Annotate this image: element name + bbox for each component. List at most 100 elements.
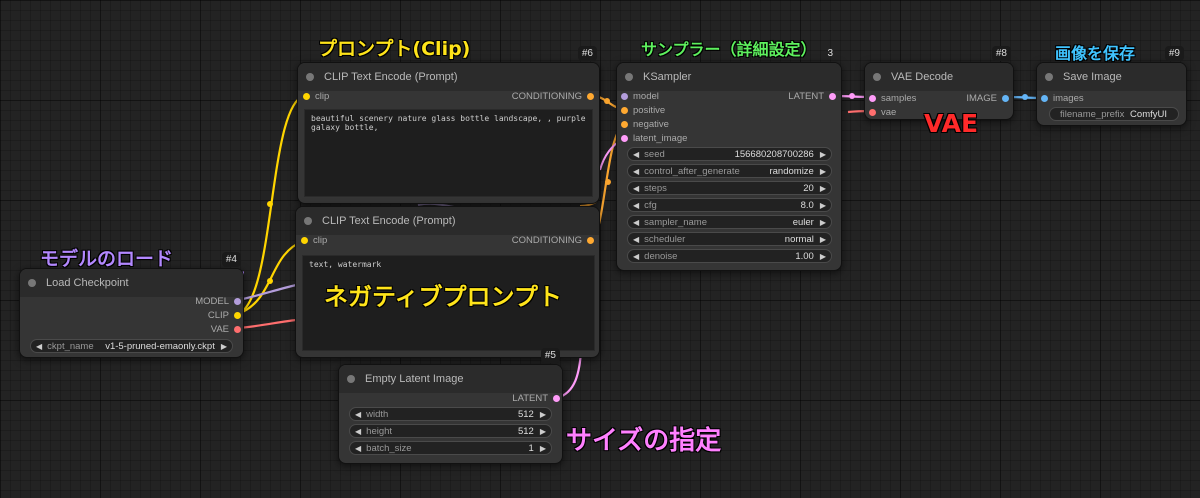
model-input-port[interactable]: model [621, 91, 659, 103]
collapse-dot-icon[interactable] [873, 73, 881, 81]
denoise-widget[interactable]: ◀ denoise 1.00 ▶ [627, 249, 832, 263]
clip-input-port[interactable]: clip [301, 235, 327, 247]
clip-input-dot-icon[interactable] [303, 93, 310, 100]
conditioning-output-port[interactable]: CONDITIONING [512, 91, 594, 103]
model-output-dot-icon[interactable] [234, 298, 241, 305]
right-arrow-icon[interactable]: ▶ [539, 426, 546, 436]
node-title: Empty Latent Image [365, 373, 464, 385]
control-after-generate-widget[interactable]: ◀ control_after_generate randomize ▶ [627, 164, 832, 178]
clip-input-dot-icon[interactable] [301, 237, 308, 244]
filename-prefix-widget[interactable]: filename_prefix ComfyUI [1049, 107, 1179, 121]
model-input-dot-icon[interactable] [621, 93, 628, 100]
width-widget[interactable]: ◀ width 512 ▶ [349, 407, 552, 421]
collapse-dot-icon[interactable] [28, 279, 36, 287]
left-arrow-icon[interactable]: ◀ [633, 234, 640, 244]
cfg-widget[interactable]: ◀ cfg 8.0 ▶ [627, 198, 832, 212]
image-output-port[interactable]: IMAGE [966, 93, 1009, 105]
left-arrow-icon[interactable]: ◀ [355, 409, 362, 419]
batch-size-widget[interactable]: ◀ batch_size 1 ▶ [349, 441, 552, 455]
left-arrow-icon[interactable]: ◀ [36, 341, 43, 351]
right-arrow-icon[interactable]: ▶ [819, 149, 826, 159]
seed-widget[interactable]: ◀ seed 156680208700286 ▶ [627, 147, 832, 161]
node-title-bar[interactable]: VAE Decode [865, 63, 1013, 91]
images-input-dot-icon[interactable] [1041, 95, 1048, 102]
positive-input-port[interactable]: positive [621, 105, 665, 117]
clip-output-dot-icon[interactable] [234, 312, 241, 319]
conditioning-output-dot-icon[interactable] [587, 237, 594, 244]
conditioning-output-dot-icon[interactable] [587, 93, 594, 100]
vae-decode-node[interactable]: #8 VAE Decode samples vae IMAGE [864, 46, 1014, 120]
vae-output-port[interactable]: VAE [211, 324, 241, 336]
collapse-dot-icon[interactable] [347, 375, 355, 383]
latent-output-port[interactable]: LATENT [512, 393, 560, 405]
height-widget[interactable]: ◀ height 512 ▶ [349, 424, 552, 438]
image-output-dot-icon[interactable] [1002, 95, 1009, 102]
positive-input-dot-icon[interactable] [621, 107, 628, 114]
left-arrow-icon[interactable]: ◀ [633, 183, 640, 193]
latent-output-dot-icon[interactable] [553, 395, 560, 402]
clip-text-encode-negative-node[interactable]: CLIP Text Encode (Prompt) clip CONDITION… [295, 206, 600, 358]
right-arrow-icon[interactable]: ▶ [819, 200, 826, 210]
empty-latent-image-node[interactable]: #5 Empty Latent Image LATENT ◀ width 512… [338, 348, 563, 464]
right-arrow-icon[interactable]: ▶ [539, 409, 546, 419]
load-checkpoint-node[interactable]: #4 Load Checkpoint MODEL CLIP VAE ◀ ckpt… [19, 252, 244, 358]
negative-input-port[interactable]: negative [621, 119, 669, 131]
right-arrow-icon[interactable]: ▶ [819, 234, 826, 244]
right-arrow-icon[interactable]: ▶ [539, 443, 546, 453]
negative-prompt-textarea[interactable]: text, watermark [302, 255, 595, 351]
node-title: CLIP Text Encode (Prompt) [324, 71, 458, 83]
latent-image-input-dot-icon[interactable] [621, 135, 628, 142]
node-title-bar[interactable]: Empty Latent Image [339, 365, 562, 393]
right-arrow-icon[interactable]: ▶ [819, 166, 826, 176]
left-arrow-icon[interactable]: ◀ [633, 217, 640, 227]
collapse-dot-icon[interactable] [304, 217, 312, 225]
vae-output-dot-icon[interactable] [234, 326, 241, 333]
right-arrow-icon[interactable]: ▶ [220, 341, 227, 351]
latent-image-input-port[interactable]: latent_image [621, 133, 687, 145]
positive-prompt-textarea[interactable]: beautiful scenery nature glass bottle la… [304, 109, 593, 197]
left-arrow-icon[interactable]: ◀ [633, 200, 640, 210]
latent-output-dot-icon[interactable] [829, 93, 836, 100]
images-input-port[interactable]: images [1041, 93, 1084, 105]
node-title: VAE Decode [891, 71, 954, 83]
model-output-port[interactable]: MODEL [195, 296, 241, 308]
left-arrow-icon[interactable]: ◀ [633, 166, 640, 176]
wire-clip-to-positive [237, 94, 304, 316]
annotation-model-load: モデルのロード [40, 248, 174, 270]
clip-text-encode-positive-node[interactable]: #6 CLIP Text Encode (Prompt) clip CONDIT… [297, 46, 600, 204]
vae-input-dot-icon[interactable] [869, 109, 876, 116]
latent-output-port[interactable]: LATENT [788, 91, 836, 103]
node-title-bar[interactable]: CLIP Text Encode (Prompt) [298, 63, 599, 91]
ckpt-name-combo[interactable]: ◀ ckpt_name v1-5-pruned-emaonly.ckpt ▶ [30, 339, 233, 353]
node-title-bar[interactable]: Load Checkpoint [20, 269, 243, 297]
ksampler-node[interactable]: 3 KSampler model positive negative laten… [616, 48, 842, 271]
collapse-dot-icon[interactable] [306, 73, 314, 81]
node-title: KSampler [643, 71, 692, 83]
collapse-dot-icon[interactable] [1045, 73, 1053, 81]
clip-output-port[interactable]: CLIP [208, 310, 241, 322]
left-arrow-icon[interactable]: ◀ [633, 251, 640, 261]
left-arrow-icon[interactable]: ◀ [355, 443, 362, 453]
right-arrow-icon[interactable]: ▶ [819, 217, 826, 227]
vae-input-port[interactable]: vae [869, 107, 896, 119]
scheduler-widget[interactable]: ◀ scheduler normal ▶ [627, 232, 832, 246]
node-title-bar[interactable]: KSampler [617, 63, 841, 91]
node-title-bar[interactable]: CLIP Text Encode (Prompt) [296, 207, 599, 235]
clip-input-port[interactable]: clip [303, 91, 329, 103]
right-arrow-icon[interactable]: ▶ [819, 183, 826, 193]
save-image-node[interactable]: #9 Save Image images filename_prefix Com… [1036, 46, 1187, 126]
annotation-prompt-clip: プロンプト(Clip) [318, 38, 471, 60]
annotation-save-image: 画像を保存 [1055, 44, 1136, 63]
negative-input-dot-icon[interactable] [621, 121, 628, 128]
right-arrow-icon[interactable]: ▶ [819, 251, 826, 261]
collapse-dot-icon[interactable] [625, 73, 633, 81]
node-title-bar[interactable]: Save Image [1037, 63, 1186, 91]
samples-input-dot-icon[interactable] [869, 95, 876, 102]
samples-input-port[interactable]: samples [869, 93, 916, 105]
sampler-name-widget[interactable]: ◀ sampler_name euler ▶ [627, 215, 832, 229]
steps-widget[interactable]: ◀ steps 20 ▶ [627, 181, 832, 195]
left-arrow-icon[interactable]: ◀ [633, 149, 640, 159]
left-arrow-icon[interactable]: ◀ [355, 426, 362, 436]
annotation-size: サイズの指定 [566, 426, 722, 456]
conditioning-output-port[interactable]: CONDITIONING [512, 235, 594, 247]
